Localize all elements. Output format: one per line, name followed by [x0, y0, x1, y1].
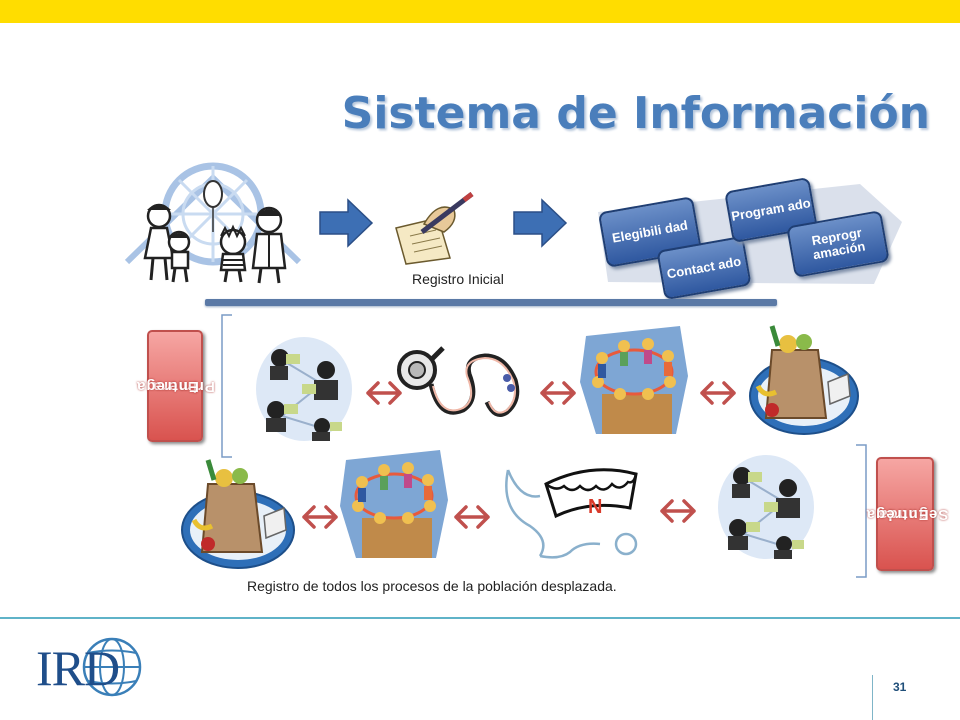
- stage-reprogramacion-label: Reprogr amación: [810, 224, 867, 263]
- first-delivery-bracket: [221, 314, 232, 458]
- footer-divider: [0, 617, 960, 619]
- exchange-arrow-2: [540, 381, 576, 405]
- writing-hand-icon: [395, 192, 474, 265]
- footer-vertical-divider: [872, 675, 873, 720]
- ird-logo: IRD: [36, 636, 146, 698]
- stethoscope-icon: [397, 346, 520, 417]
- community-circle-icon: [580, 326, 688, 434]
- nurse-cap-letter: N: [588, 496, 603, 518]
- flow-arrow-2: [513, 198, 568, 248]
- exchange-arrow-1: [366, 381, 402, 405]
- second-delivery-line2: Entrega: [865, 506, 929, 523]
- page-number: 31: [893, 680, 907, 694]
- exchange-arrow-4: [302, 505, 338, 529]
- registro-inicial-caption: Registro Inicial: [412, 271, 504, 287]
- exchange-arrow-6: [660, 499, 696, 523]
- family-icon: [124, 162, 302, 284]
- grocery-bag-icon-2: [181, 459, 295, 569]
- slide-title: Sistema de Información: [341, 88, 930, 139]
- second-delivery-bracket: [856, 444, 867, 578]
- exchange-arrow-3: [700, 381, 736, 405]
- nurse-cap-drawing: [505, 468, 638, 559]
- stage-elegibilidad-label: Elegibili dad: [610, 217, 689, 246]
- flow-arrow-1: [319, 198, 374, 248]
- first-delivery-line2: Entrega: [135, 378, 199, 395]
- stage-contactado-label: Contact ado: [665, 253, 743, 282]
- exchange-arrow-5: [454, 505, 490, 529]
- section-divider-bar: [205, 299, 777, 306]
- globe-icon: [82, 637, 142, 697]
- top-accent-bar: [0, 0, 960, 23]
- grocery-bag-icon: [749, 325, 859, 435]
- network-people-icon-2: [718, 455, 814, 559]
- ird-logo-text: IRD: [36, 640, 120, 696]
- network-people-icon: [256, 337, 352, 441]
- bottom-caption: Registro de todos los procesos de la pob…: [247, 578, 617, 594]
- nurse-cap-icon: N: [500, 460, 650, 560]
- stage-programado-label: Program ado: [730, 195, 812, 224]
- community-circle-icon-2: [340, 450, 448, 558]
